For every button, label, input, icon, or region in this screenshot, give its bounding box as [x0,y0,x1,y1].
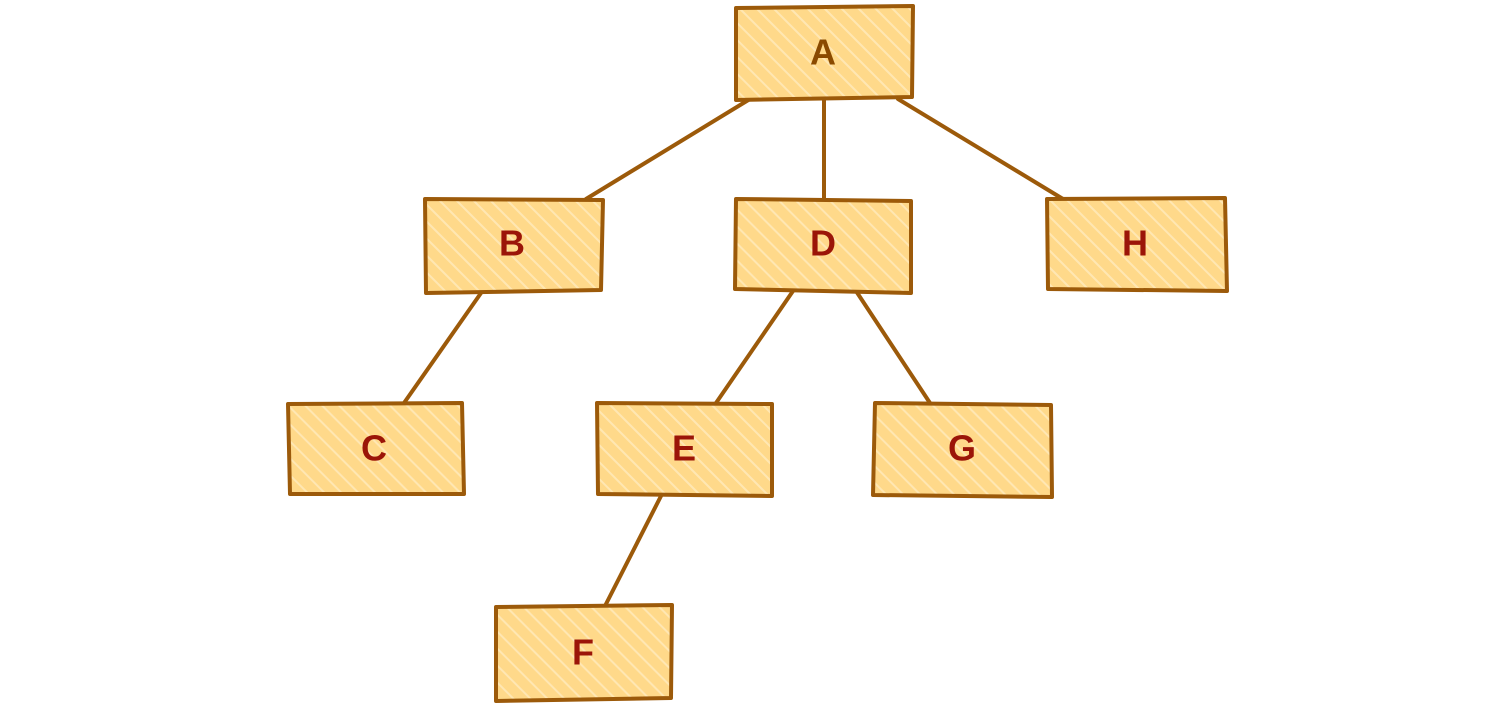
edge-d-e [714,289,795,405]
edge-a-h [896,97,1065,201]
edge-a-b [584,97,752,201]
node-h-box [1045,196,1229,293]
edge-d-g [854,289,932,405]
node-f-box [494,603,674,703]
node-c-box [286,401,466,496]
edge-e-f [603,494,663,608]
node-e: E [595,401,774,498]
node-e-label: E [672,428,696,469]
node-h-label: H [1122,223,1148,264]
node-a: A [734,4,915,102]
node-g-box [871,401,1054,499]
edges [402,97,1065,608]
node-d: D [733,197,913,295]
node-h: H [1045,196,1229,293]
node-d-label: D [810,223,836,264]
node-a-label: A [810,32,836,73]
node-b: B [423,197,605,295]
node-a-box [734,4,915,102]
edge-b-c [402,291,483,405]
node-b-box [423,197,605,295]
node-c: C [286,401,466,496]
node-g: G [871,401,1054,499]
node-g-label: G [948,428,976,469]
node-f-label: F [572,632,594,673]
node-c-label: C [361,428,387,469]
node-e-box [595,401,774,498]
node-f: F [494,603,674,703]
node-b-label: B [499,223,525,264]
node-d-box [733,197,913,295]
